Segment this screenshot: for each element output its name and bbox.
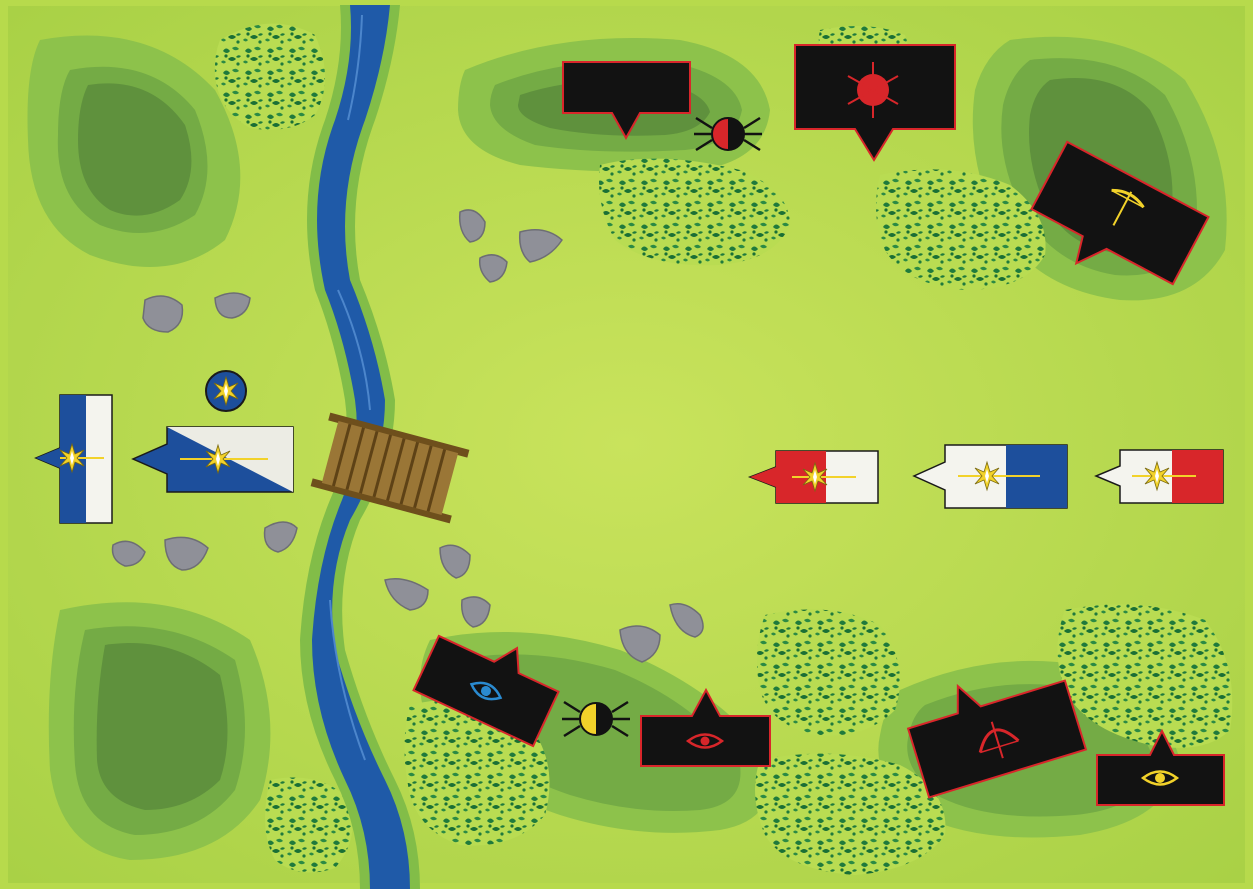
allied-character-marker[interactable]: [206, 371, 246, 411]
spider-marker-north[interactable]: [694, 118, 762, 150]
southwest-hill: [49, 602, 271, 860]
spider-marker-south[interactable]: [562, 702, 630, 736]
